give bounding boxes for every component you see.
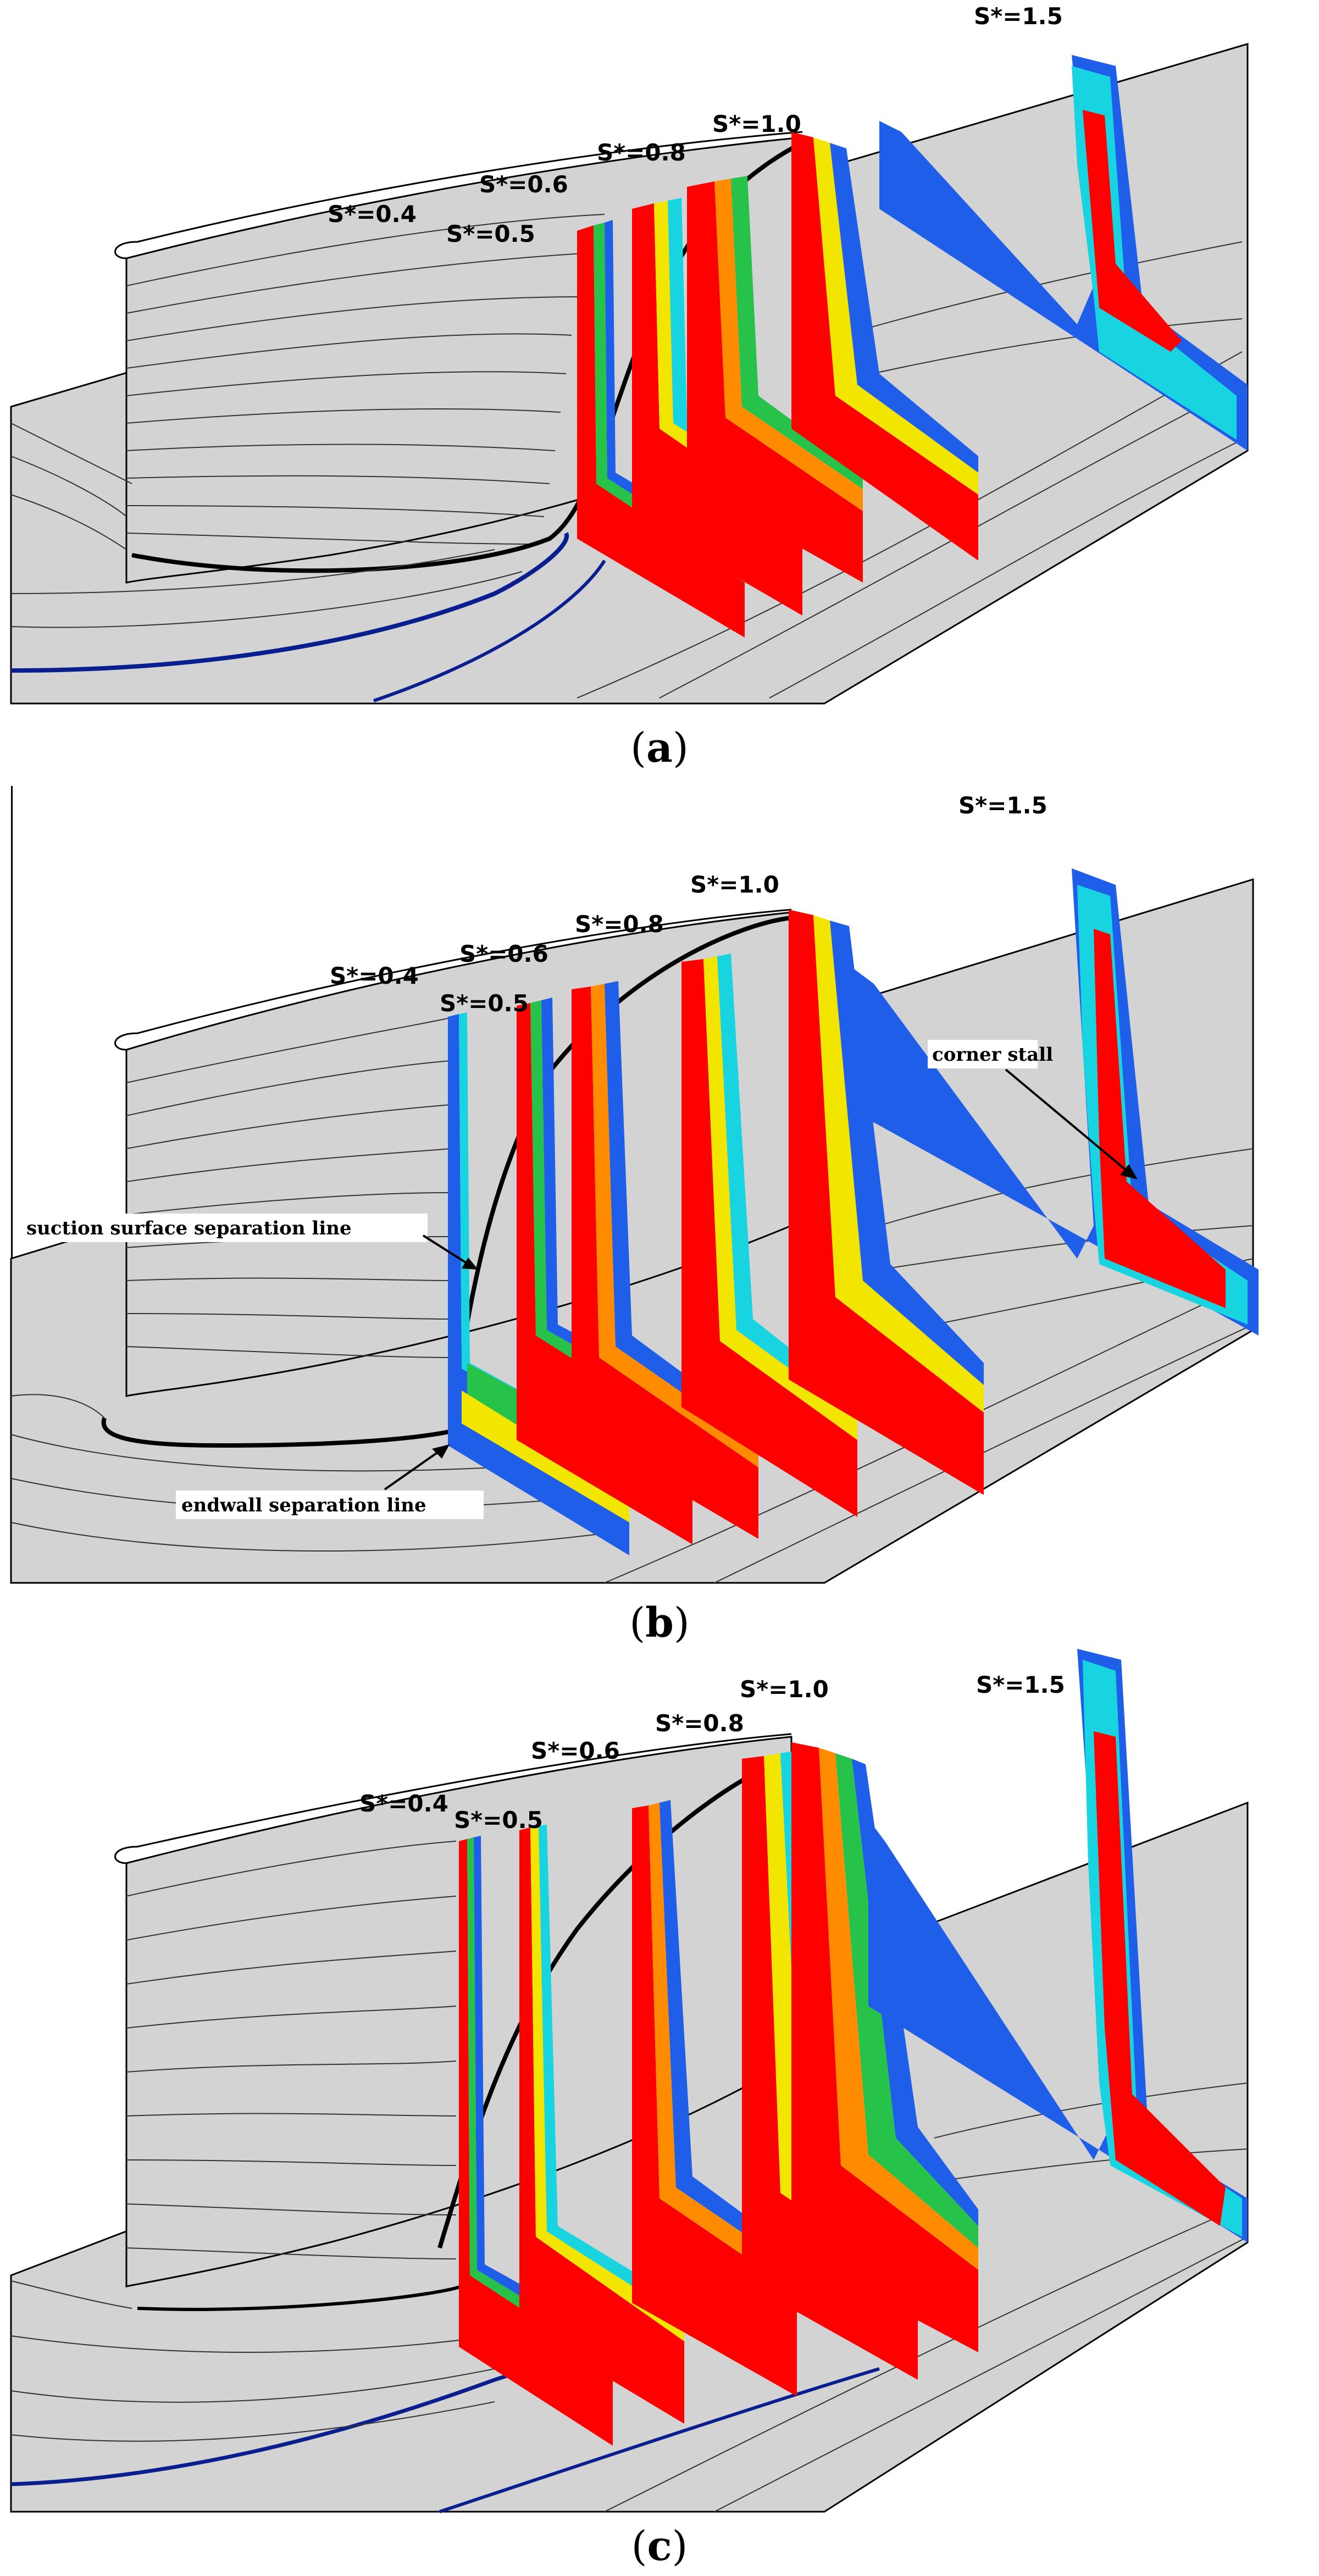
endwall-streamlines: [10, 241, 1243, 699]
station-label-0.5: S*=0.5: [440, 990, 529, 1017]
contour-plane-0.8: [687, 176, 863, 583]
station-label-0.6: S*=0.6: [459, 940, 548, 967]
endwall-line-blue-2: [373, 559, 606, 702]
panel-c: S*=0.4 S*=0.5 S*=0.6 S*=0.8 S*=1.0 S*=1.…: [0, 1643, 1319, 2576]
station-label-1.0: S*=1.0: [740, 1676, 829, 1703]
endwall-streamlines: [10, 2082, 1248, 2512]
blade-tip-edge: [114, 1733, 792, 1864]
arrow-suction: [422, 1234, 469, 1265]
station-label-1.5: S*=1.5: [976, 1671, 1065, 1698]
station-label-0.5: S*=0.5: [446, 220, 535, 247]
blade-streamlines: [126, 1841, 457, 2259]
blade-streamlines: [126, 214, 605, 545]
station-label-1.5: S*=1.5: [974, 3, 1063, 30]
panel-b: S*=0.4 S*=0.5 S*=0.6 S*=0.8 S*=1.0 S*=1.…: [0, 786, 1319, 1647]
panel-b-frame-left: [11, 786, 13, 1583]
contour-plane-0.8: [632, 1800, 797, 2396]
station-label-1.5: S*=1.5: [958, 792, 1048, 819]
separation-line-endwall: [137, 2285, 462, 2311]
arrowhead-endwall: [432, 1444, 450, 1459]
caption-c: (c): [631, 2523, 688, 2570]
annotation-endwall-separation: endwall separation line: [181, 1494, 426, 1516]
blade-tip-edge: [114, 131, 803, 259]
annotation-suction-separation: suction surface separation line: [26, 1217, 352, 1239]
station-label-0.4: S*=0.4: [359, 1790, 448, 1817]
contour-plane-1.0: [789, 910, 984, 1495]
contour-plane-0.5: [577, 220, 745, 638]
contour-plane-0.5: [459, 1836, 613, 2446]
contour-plane-1.0: [791, 132, 978, 561]
annotation-corner-stall: corner stall: [932, 1044, 1053, 1066]
arrowhead-corner-stall: [1120, 1164, 1138, 1179]
panel-b-figure: S*=0.4 S*=0.5 S*=0.6 S*=0.8 S*=1.0 S*=1.…: [10, 786, 1259, 1584]
arrow-endwall: [384, 1450, 441, 1491]
station-label-0.8: S*=0.8: [655, 1710, 744, 1737]
arrow-corner-stall: [1005, 1068, 1128, 1172]
contour-plane-0.8: [572, 981, 758, 1539]
contour-plane-1.0: [791, 1742, 978, 2352]
station-label-0.5: S*=0.5: [454, 1807, 543, 1833]
contour-plane-1.5: [868, 1649, 1248, 2242]
station-label-1.0: S*=1.0: [712, 110, 801, 137]
annotation-box-suction: [21, 1214, 428, 1242]
panel-a-figure: S*=0.4 S*=0.5 S*=0.6 S*=0.8 S*=1.0 S*=1.…: [10, 3, 1249, 705]
endwall-line-blue-2: [439, 2367, 880, 2513]
annotation-box-endwall: [176, 1491, 484, 1519]
contour-plane-1.5: [879, 55, 1248, 451]
station-label-0.8: S*=0.8: [575, 911, 664, 938]
blade-tip-edge: [114, 908, 792, 1051]
station-label-0.4: S*=0.4: [328, 201, 417, 228]
endwall-line-blue-1: [10, 532, 569, 673]
station-label-0.4: S*=0.4: [330, 962, 419, 989]
panel-c-figure: S*=0.4 S*=0.5 S*=0.6 S*=0.8 S*=1.0 S*=1.…: [10, 1649, 1249, 2513]
annotation-box-corner-stall: [928, 1040, 1038, 1068]
caption-b: (b): [629, 1599, 690, 1647]
arrowhead-suction: [462, 1257, 478, 1270]
caption-a: (a): [630, 724, 689, 772]
station-label-0.6: S*=0.6: [479, 171, 568, 198]
panel-a: S*=0.4 S*=0.5 S*=0.6 S*=0.8 S*=1.0 S*=1.…: [0, 0, 1319, 772]
contour-plane-1.5: [852, 868, 1259, 1336]
contour-plane-0.8b: [681, 954, 857, 1517]
contour-plane-0.6: [519, 1825, 684, 2424]
station-label-1.0: S*=1.0: [690, 871, 779, 898]
station-label-0.6: S*=0.6: [531, 1737, 620, 1764]
station-label-0.8: S*=0.8: [597, 139, 686, 166]
